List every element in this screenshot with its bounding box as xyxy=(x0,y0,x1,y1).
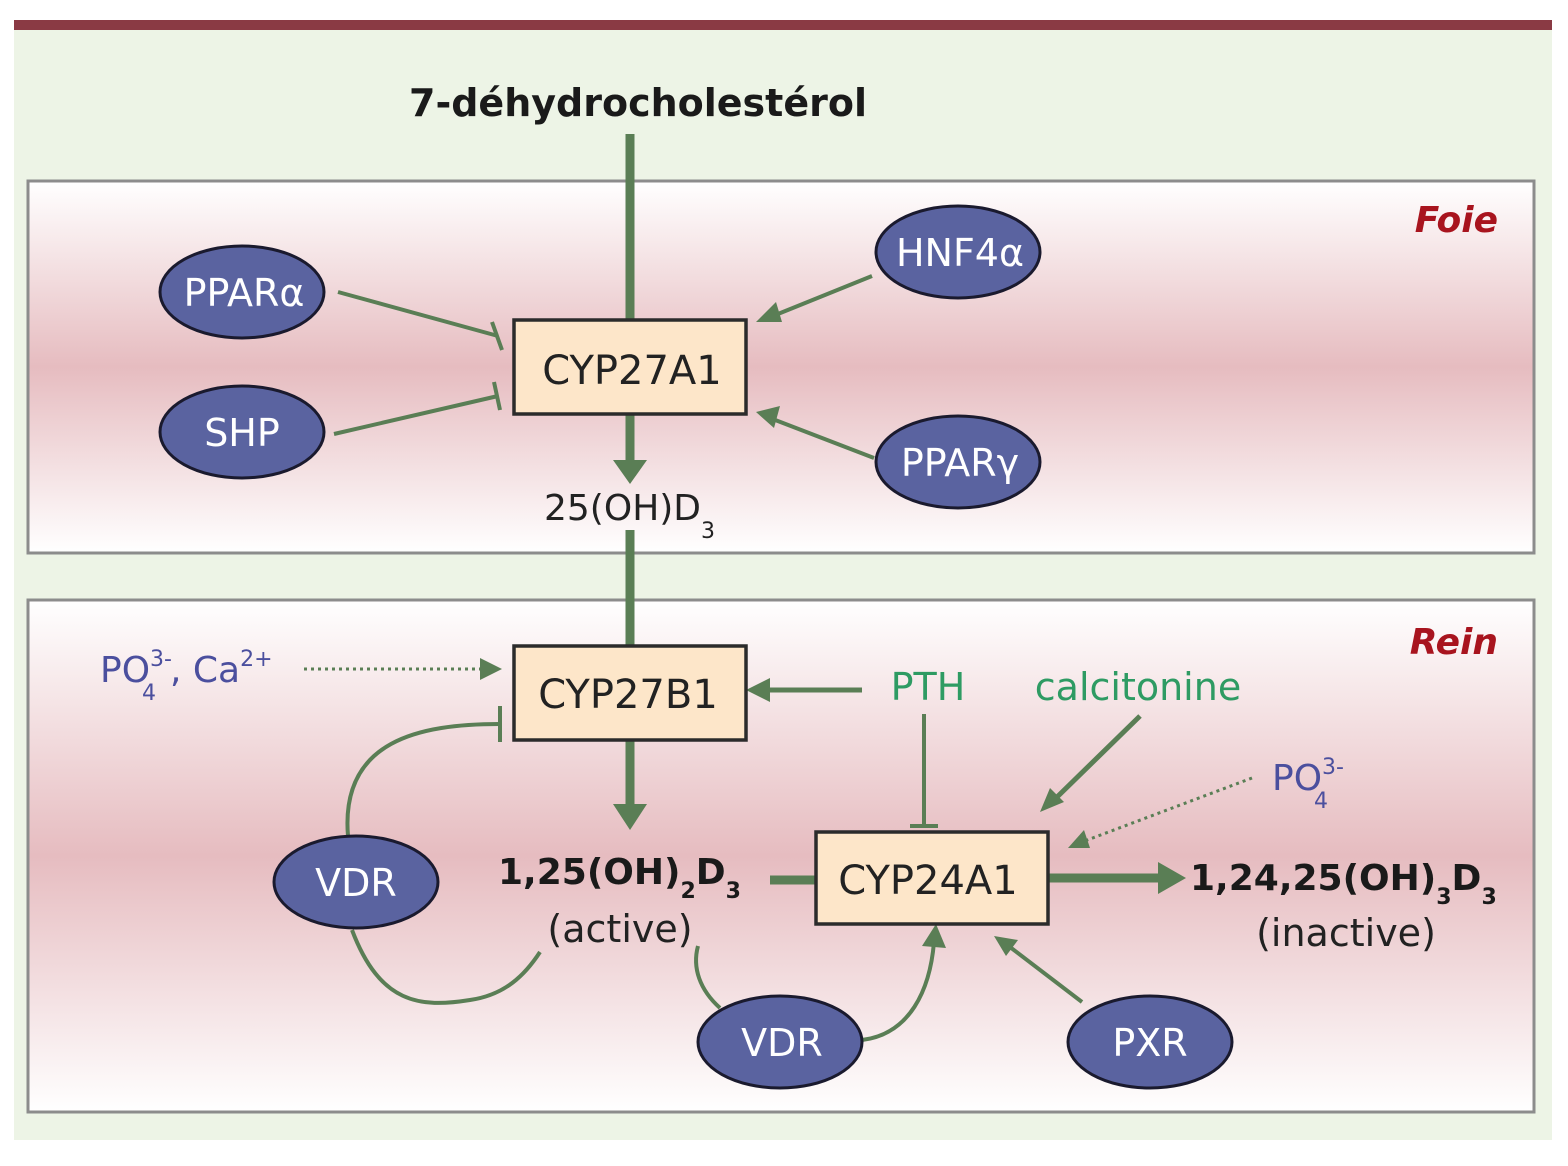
activation-pxr xyxy=(1004,942,1084,1004)
arrowhead-phosphate xyxy=(1068,830,1090,848)
vdr-binding-loop-bottom xyxy=(694,945,722,1010)
metabolite-12425ohd3: 1,24,25(OH)3D3 xyxy=(1190,858,1497,910)
regulator-shp: SHP xyxy=(158,384,326,480)
top-bar xyxy=(14,20,1552,30)
enzyme-label-cyp24a1: CYP24A1 xyxy=(838,858,1018,904)
input-calcitonine: calcitonine xyxy=(1035,665,1241,709)
regulator-label-hnf4-alpha: HNF4α xyxy=(896,231,1024,275)
enzyme-box-cyp24a1: CYP24A1 xyxy=(814,830,1050,926)
precursor-label: 7-déhydrocholestérol xyxy=(409,81,867,125)
regulator-label-vdr-bottom: VDR xyxy=(741,1021,823,1065)
inhibition-ppar-alpha xyxy=(337,290,499,338)
metabolite-125ohd3: 1,25(OH)2D3 xyxy=(498,852,741,904)
enzyme-label-cyp27a1: CYP27A1 xyxy=(542,348,722,394)
vdr-binding-loop-left xyxy=(350,929,542,1005)
regulator-hnf4-alpha: HNF4α xyxy=(874,204,1042,300)
arrowhead-vdr-cyp24a1 xyxy=(922,924,946,948)
enzyme-box-cyp27b1: CYP27B1 xyxy=(512,644,748,742)
stimulus-phosphate xyxy=(1081,776,1253,844)
arrowhead-25ohd3 xyxy=(613,460,647,484)
metabolite-12425ohd3-note: (inactive) xyxy=(1256,911,1436,955)
regulator-label-pxr: PXR xyxy=(1112,1021,1187,1065)
arrowhead-pth-cyp27b1 xyxy=(746,678,770,702)
regulator-vdr-left: VDR xyxy=(272,834,440,930)
region-label-kidney: Rein xyxy=(1410,622,1498,663)
regulator-label-vdr-left: VDR xyxy=(315,861,397,905)
activation-hnf4-alpha xyxy=(767,274,873,320)
regulator-label-ppar-alpha: PPARα xyxy=(184,271,305,315)
regulator-ppar-alpha: PPARα xyxy=(158,244,326,340)
vdr-inhibition-loop xyxy=(345,722,501,837)
arrowhead-12425ohd3 xyxy=(1158,862,1186,894)
metabolite-25ohd3: 25(OH)D3 xyxy=(544,488,715,544)
arrowhead-pxr xyxy=(994,936,1018,956)
arrowhead-phosphate-calcium xyxy=(480,658,502,680)
enzyme-label-cyp27b1: CYP27B1 xyxy=(538,672,718,718)
inhibition-shp xyxy=(333,394,499,436)
arrowhead-ppar-gamma xyxy=(756,406,780,428)
liver-panel xyxy=(26,179,1536,555)
activation-ppar-gamma xyxy=(769,416,875,460)
regulator-ppar-gamma: PPARγ xyxy=(874,414,1042,510)
region-label-liver: Foie xyxy=(1415,200,1498,241)
activation-calcitonine xyxy=(1052,714,1142,802)
regulator-pxr: PXR xyxy=(1066,994,1234,1090)
input-phosphate-calcium: PO3-4, Ca2+ xyxy=(100,647,273,706)
enzyme-box-cyp27a1: CYP27A1 xyxy=(512,318,748,416)
regulator-label-ppar-gamma: PPARγ xyxy=(901,441,1019,485)
inhibition-bar-shp xyxy=(492,381,502,411)
metabolite-125ohd3-note: (active) xyxy=(547,907,692,951)
input-pth: PTH xyxy=(891,665,966,709)
vdr-activation-curve xyxy=(861,941,936,1042)
regulator-vdr-bottom: VDR xyxy=(696,994,864,1090)
arrowhead-hnf4-alpha xyxy=(756,302,782,322)
inhibition-bar-ppar-alpha xyxy=(490,321,504,351)
arrowhead-125ohd3 xyxy=(613,804,647,830)
regulator-label-shp: SHP xyxy=(204,411,280,455)
arrowhead-calcitonine xyxy=(1040,788,1064,812)
input-phosphate: PO3-4 xyxy=(1272,755,1344,814)
